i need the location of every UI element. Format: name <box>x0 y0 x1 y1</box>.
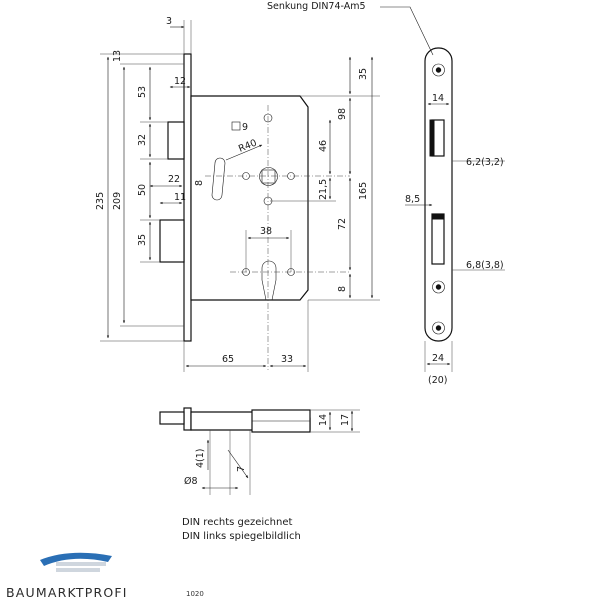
label-65: 65 <box>222 354 234 365</box>
label-8-diam: Ø8 <box>184 476 198 487</box>
label-20: (20) <box>428 375 448 386</box>
lock-body <box>190 95 309 301</box>
label-35-left: 35 <box>137 234 148 246</box>
dimensions-right <box>183 56 380 372</box>
label-35-right: 35 <box>358 68 369 80</box>
logo-number: 1020 <box>186 590 204 598</box>
slot <box>211 157 226 201</box>
label-3: 3 <box>166 16 172 27</box>
bolt-opening <box>431 213 445 265</box>
note-line-2: DIN links spiegelbildlich <box>182 531 301 542</box>
bottom-view <box>159 407 360 495</box>
faceplate-screw-bottom <box>432 321 445 335</box>
bottom-bolt <box>159 411 185 425</box>
label-9: 9 <box>242 122 248 133</box>
label-6-8: 6,8(3,8) <box>466 260 504 271</box>
label-38: 38 <box>260 226 272 237</box>
dimension-labels: Senkung DIN74-Am5 3 12 13 53 32 50 35 23… <box>95 1 504 487</box>
label-46: 46 <box>318 140 329 152</box>
label-7: 7 <box>236 466 247 472</box>
label-8b: 8 <box>337 286 348 292</box>
label-12: 12 <box>174 76 186 87</box>
follower-ring <box>259 167 278 186</box>
lock-side-view <box>159 53 350 370</box>
dimensions-left <box>100 20 192 342</box>
follower-square <box>261 169 276 184</box>
faceplate-front-view <box>380 6 505 372</box>
label-235: 235 <box>95 192 106 210</box>
label-98: 98 <box>337 108 348 120</box>
cylinder-profile <box>261 260 277 301</box>
label-22: 22 <box>168 174 180 185</box>
label-165: 165 <box>358 182 369 200</box>
latch <box>167 121 185 160</box>
label-50: 50 <box>137 184 148 196</box>
label-8-5: 8,5 <box>405 194 420 205</box>
label-209: 209 <box>112 192 123 210</box>
logo-swoosh <box>40 552 112 572</box>
faceplate-screw-top <box>432 63 445 77</box>
label-32: 32 <box>137 134 148 146</box>
label-17: 17 <box>340 414 351 426</box>
note-line-1: DIN rechts gezeichnet <box>182 517 293 528</box>
label-6-2: 6,2(3,2) <box>466 157 504 168</box>
label-14-front: 14 <box>432 93 444 104</box>
faceplate <box>424 47 453 342</box>
label-53: 53 <box>137 86 148 98</box>
label-24: 24 <box>432 353 444 364</box>
label-senkung: Senkung DIN74-Am5 <box>267 1 366 12</box>
logo-brand: BAUMARKTPROFI <box>6 585 128 600</box>
square-symbol <box>231 121 241 131</box>
label-21-5: 21,5 <box>318 179 329 200</box>
faceplate-screw-mid <box>432 280 445 294</box>
label-14-bottom: 14 <box>318 414 329 426</box>
label-33: 33 <box>281 354 293 365</box>
label-11: 11 <box>174 192 186 203</box>
label-8a: 8 <box>194 180 205 186</box>
bottom-faceplate <box>183 407 192 431</box>
label-72: 72 <box>337 218 348 230</box>
label-4-1: 4(1) <box>195 448 206 468</box>
label-13: 13 <box>112 50 123 62</box>
bolt <box>159 219 185 263</box>
